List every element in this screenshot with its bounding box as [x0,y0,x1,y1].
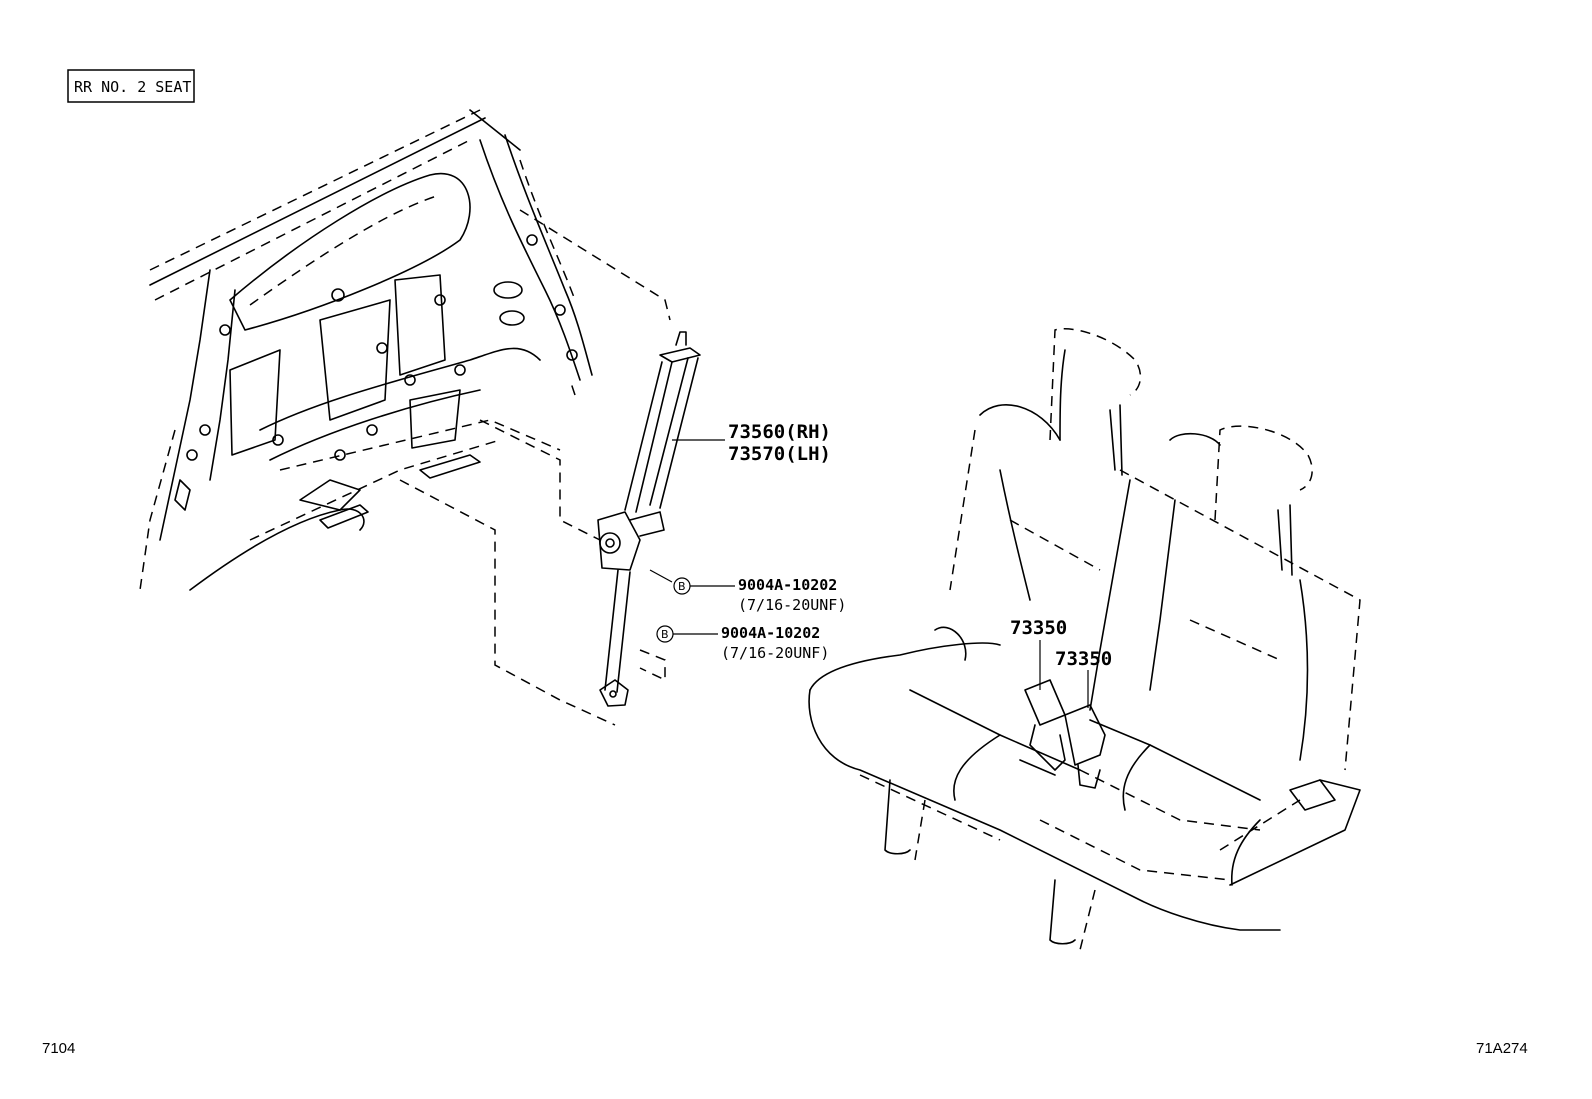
seat-belt-assembly [597,331,725,707]
section-tag-label: RR NO. 2 SEAT [74,78,191,96]
belt-lh-label: 73570(LH) [728,443,831,465]
bolt-marker-letter: B [678,580,686,593]
bolt-callout-1: B 9004A-10202 (7/16-20UNF) [649,569,846,614]
buckle-2-label: 73350 [1055,648,1112,670]
footer-left-code: 7104 [42,1040,75,1057]
vehicle-body-panel [139,109,671,726]
bolt-1-number: 9004A-10202 [738,576,837,594]
belt-rh-label: 73560(RH) [728,421,831,443]
bolt-marker-letter: B [661,628,669,641]
buckle-1-label: 73350 [1010,617,1067,639]
footer-right-code: 71A274 [1476,1040,1528,1057]
bolt-2-number: 9004A-10202 [721,624,820,642]
rear-seat [808,328,1361,951]
bolt-2-spec: (7/16-20UNF) [721,644,829,662]
bolt-1-spec: (7/16-20UNF) [738,596,846,614]
bolt-callout-2: B 9004A-10202 (7/16-20UNF) [656,624,829,662]
section-tag: RR NO. 2 SEAT [67,69,195,103]
